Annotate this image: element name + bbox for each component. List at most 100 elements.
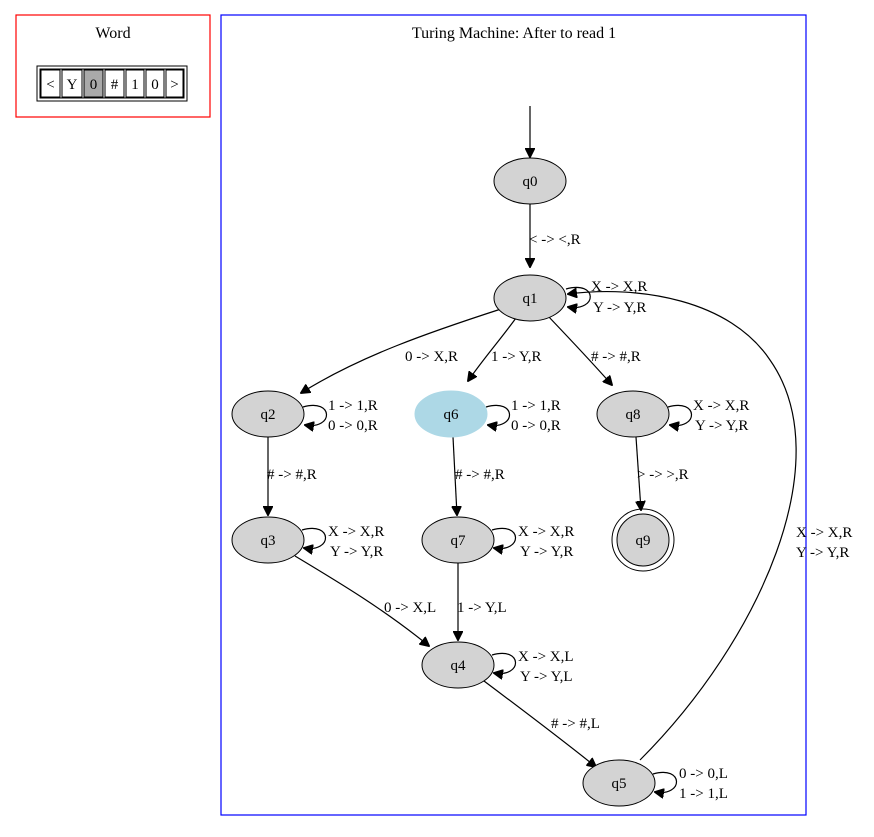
state-ellipse <box>582 759 656 807</box>
edge-q5-q1 <box>568 292 797 761</box>
state-q1: q1 <box>493 274 567 322</box>
edge-label-q4-q5: # -> #,L <box>551 716 600 732</box>
edge-label-q3-loop-2: Y -> Y,R <box>330 544 383 560</box>
edge-label-q6-loop-1: 1 -> 1,R <box>511 398 561 414</box>
state-label: q3 <box>261 533 276 549</box>
edge-q1-q8 <box>547 315 612 385</box>
tape-cell-label: # <box>111 77 119 93</box>
edge-q1-q6 <box>468 317 517 381</box>
state-q5: q5 <box>582 759 656 807</box>
edge-label-q4-loop-2: Y -> Y,L <box>520 669 573 685</box>
state-label: q0 <box>523 174 538 190</box>
edge-label-q6-loop-2: 0 -> 0,R <box>511 418 561 434</box>
edge-label-q2-loop-1: 1 -> 1,R <box>328 398 378 414</box>
state-ellipse <box>231 390 305 438</box>
state-label: q9 <box>636 533 651 549</box>
edge-label-q1-q2: 0 -> X,R <box>405 349 458 365</box>
edge-label-q2-loop-2: 0 -> 0,R <box>328 418 378 434</box>
state-q6-current: q6 <box>414 390 488 438</box>
tape-cell-head <box>83 69 104 98</box>
edge-label-q5-loop-2: 1 -> 1,L <box>679 786 728 802</box>
state-label: q1 <box>523 291 538 307</box>
tape-inner <box>39 68 185 99</box>
state-q9-accept: q9 <box>611 508 675 572</box>
tape-cell-label: 1 <box>131 77 139 93</box>
tape-cell-label: 0 <box>151 77 159 93</box>
edge-label-q7-loop-2: Y -> Y,R <box>520 544 573 560</box>
word-panel-title: Word <box>95 25 130 42</box>
state-ellipse <box>616 513 670 567</box>
tape-cell <box>104 69 125 98</box>
accept-outer-ring <box>611 508 675 572</box>
edge-label-q5-q1-2: Y -> Y,R <box>796 545 849 561</box>
state-ellipse-current <box>414 390 488 438</box>
loop-q4 <box>491 652 517 673</box>
loop-q3 <box>301 527 327 548</box>
state-q4: q4 <box>421 641 495 689</box>
edge-label-q1-q8: # -> #,R <box>591 349 641 365</box>
edges: < -> <,R X -> X,R Y -> Y,R 0 -> X,R 1 ->… <box>267 106 852 802</box>
state-ellipse <box>421 516 495 564</box>
state-label: q4 <box>451 658 467 674</box>
state-ellipse <box>421 641 495 689</box>
machine-panel-title: Turing Machine: After to read 1 <box>412 25 616 42</box>
loop-q2 <box>302 404 328 425</box>
edge-label-q6-q7: # -> #,R <box>455 467 505 483</box>
state-q3: q3 <box>231 516 305 564</box>
state-q2: q2 <box>231 390 305 438</box>
word-panel-border <box>15 14 211 118</box>
machine-panel: Turing Machine: After to read 1 <box>220 14 807 816</box>
loop-q1 <box>565 286 591 307</box>
edge-q8-q9 <box>636 436 641 510</box>
loop-q7 <box>491 527 517 548</box>
tape-cell <box>40 69 61 98</box>
loop-q5 <box>652 771 678 792</box>
tape-cells: < Y 0 # 1 0 > <box>40 69 184 98</box>
edge-label-q8-loop-2: Y -> Y,R <box>695 418 748 434</box>
tape-cell-label: > <box>170 77 178 93</box>
edge-label-q7-q4: 1 -> Y,L <box>457 600 507 616</box>
state-ellipse <box>493 157 567 205</box>
state-q7: q7 <box>421 516 495 564</box>
edge-label-q5-q1-1: X -> X,R <box>796 525 852 541</box>
edge-label-q5-loop-1: 0 -> 0,L <box>679 766 728 782</box>
tape-cell <box>125 69 145 98</box>
state-ellipse <box>493 274 567 322</box>
machine-panel-border <box>220 14 807 816</box>
loop-q8 <box>667 404 693 425</box>
state-ellipse <box>231 516 305 564</box>
word-panel: Word < Y 0 # 1 0 > <box>15 14 211 118</box>
state-label: q8 <box>626 407 641 423</box>
tape-cell-label: 0 <box>90 77 98 93</box>
state-label: q6 <box>444 407 460 423</box>
edge-q3-q4 <box>294 555 429 646</box>
state-label: q7 <box>451 533 467 549</box>
edge-label-q0-q1: < -> <,R <box>529 232 581 248</box>
edge-q4-q5 <box>483 680 596 767</box>
state-ellipse <box>596 390 670 438</box>
edge-label-q2-q3: # -> #,R <box>267 467 317 483</box>
state-label: q2 <box>261 407 276 423</box>
tape-cell <box>61 69 83 98</box>
edge-label-q8-loop-1: X -> X,R <box>693 398 749 414</box>
tape-outer <box>36 65 188 102</box>
states: q0 q1 q2 q6 q8 q3 q7 q9 <box>231 157 675 807</box>
edge-q6-q7 <box>453 436 457 515</box>
tape-cell-label: < <box>46 77 54 93</box>
edge-label-q1-q6: 1 -> Y,R <box>491 349 542 365</box>
state-label: q5 <box>612 776 627 792</box>
tape-cell-label: Y <box>67 77 78 93</box>
loop-q6 <box>485 404 511 425</box>
edge-label-q4-loop-1: X -> X,L <box>518 649 574 665</box>
edge-label-q1-loop-2: Y -> Y,R <box>593 300 646 316</box>
edge-label-q8-q9: > -> >,R <box>637 467 689 483</box>
edge-label-q3-loop-1: X -> X,R <box>328 524 384 540</box>
state-q8: q8 <box>596 390 670 438</box>
tape-cell <box>145 69 165 98</box>
state-q0: q0 <box>493 157 567 205</box>
tape-cell <box>165 69 184 98</box>
edge-label-q7-loop-1: X -> X,R <box>518 524 574 540</box>
edge-label-q3-q4: 0 -> X,L <box>384 600 436 616</box>
edge-q1-q2 <box>301 308 502 393</box>
